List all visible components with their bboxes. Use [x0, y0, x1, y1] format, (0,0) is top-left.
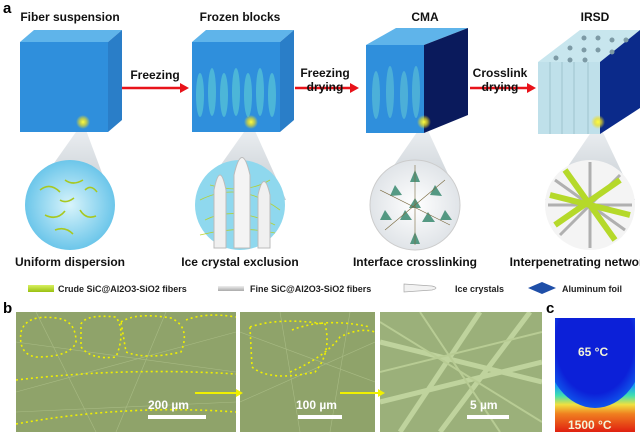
scale-bar-label-100um: 100 µm	[296, 398, 337, 412]
fiber-suspension-cube	[20, 30, 122, 132]
scale-bar-100um	[298, 415, 342, 419]
caption-interpenetrating-network: Interpenetrating network	[509, 255, 640, 269]
legend-label-ice-crystals: Ice crystals	[455, 284, 505, 294]
legend-swatch-ice-crystal	[403, 283, 437, 293]
legend-label-aluminum-foil: Aluminum foil	[562, 284, 622, 294]
process-schematic	[20, 28, 640, 251]
panel-label-a: a	[3, 0, 12, 17]
network-circle	[545, 160, 635, 250]
frozen-blocks-cube	[192, 30, 294, 132]
legend-swatch-aluminum-foil	[528, 282, 556, 294]
scale-bar-200um	[148, 415, 206, 419]
temperature-label-top: 65 °C	[578, 345, 609, 359]
caption-ice-crystal-exclusion: Ice crystal exclusion	[181, 255, 299, 269]
dispersion-circle	[25, 160, 115, 250]
legend-label-fine-fiber: Fine SiC@Al2O3-SiO2 fibers	[250, 284, 372, 294]
legend-label-crude-fiber: Crude SiC@Al2O3-SiO2 fibers	[58, 284, 187, 294]
sem-image-200um	[16, 312, 236, 432]
thermal-image	[555, 318, 635, 432]
scale-bar-label-200um: 200 µm	[148, 398, 189, 412]
legend-swatch-fine-fiber	[218, 286, 244, 291]
panel-label-b: b	[3, 300, 13, 317]
scale-bar-5um	[467, 415, 509, 419]
caption-interface-crosslinking: Interface crosslinking	[352, 255, 478, 269]
cma-cube	[366, 28, 468, 133]
sem-image-100um	[240, 312, 375, 432]
caption-uniform-dispersion: Uniform dispersion	[14, 255, 125, 269]
arrow-label-freezing: Freezing	[130, 68, 180, 82]
process-arrows	[122, 83, 536, 93]
irsd-structure	[538, 30, 640, 134]
panel-label-c: c	[546, 300, 555, 317]
highlight-dots	[76, 115, 605, 129]
stage-title-irsd: IRSD	[580, 10, 610, 24]
stage-title-cma: CMA	[411, 10, 439, 24]
scale-bar-label-5um: 5 µm	[470, 398, 498, 412]
crosslinking-circle	[369, 159, 461, 251]
legend-swatch-crude-fiber	[28, 285, 54, 292]
stage-title-fiber-suspension: Fiber suspension	[20, 10, 120, 24]
sem-image-5um	[380, 312, 542, 432]
stage-title-frozen-blocks: Frozen blocks	[199, 10, 281, 24]
temperature-label-bottom: 1500 °C	[568, 418, 612, 432]
ice-crystal-circle	[195, 157, 285, 250]
